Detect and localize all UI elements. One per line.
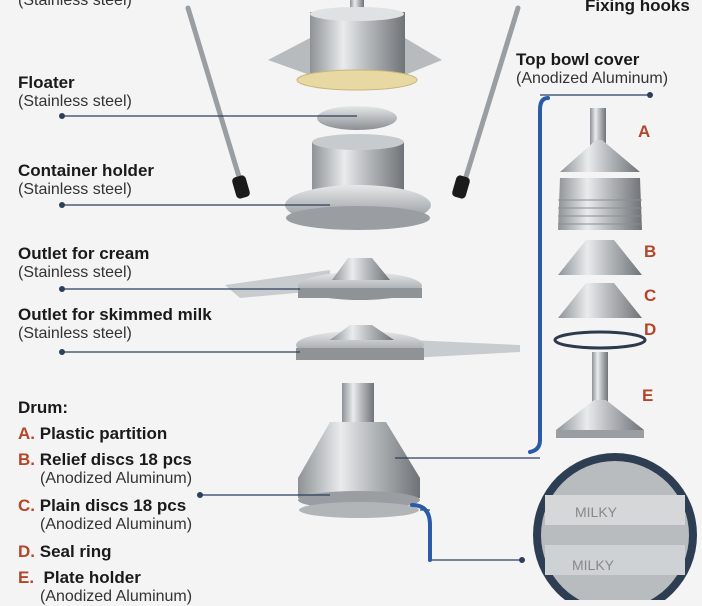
floater-label: Floater (Stainless steel): [18, 73, 132, 110]
fixing-hooks-label: Fixing hooks: [585, 0, 690, 15]
fixing-hook-right: [452, 5, 521, 199]
outlet-skimmed-part: [296, 325, 520, 360]
plate-holder-part: [556, 352, 644, 438]
leader-lines: [62, 94, 650, 561]
drum-title: Drum:: [18, 398, 69, 417]
callout-lines: [410, 96, 550, 562]
fixing-hook-left: [185, 5, 250, 199]
part-letter-b: B: [644, 242, 657, 261]
plastic-partition-part: [560, 108, 640, 172]
drum-item-d: D. Seal ring: [18, 542, 112, 561]
floater-part: [317, 106, 397, 130]
top-container: [268, 0, 442, 91]
top-partial-label: (Stainless steel): [18, 0, 132, 9]
outlet-cream-label: Outlet for cream (Stainless steel): [18, 244, 150, 281]
detail-text-1: MILKY: [575, 504, 618, 520]
drum-item-a: A. Plastic partition: [18, 424, 168, 443]
drum-item-e: E. Plate holder (Anodized Aluminum): [18, 568, 193, 605]
outlet-skimmed-label: Outlet for skimmed milk (Stainless steel…: [18, 305, 212, 342]
container-holder-part: [285, 134, 431, 230]
part-letter-e: E: [642, 386, 654, 405]
detail-magnifier: MILKY MILKY: [533, 453, 697, 600]
part-letter-c: C: [644, 286, 657, 305]
relief-disc-part: [558, 240, 642, 275]
drum-item-c: C. Plain discs 18 pcs (Anodized Aluminum…: [18, 496, 193, 533]
drum-part: [298, 383, 420, 518]
outlet-cream-part: [225, 258, 422, 300]
part-letter-d: D: [644, 320, 657, 339]
plain-disc-part: [558, 283, 642, 318]
seal-ring-part: [553, 330, 647, 350]
detail-text-2: MILKY: [572, 557, 615, 573]
part-letter-a: A: [638, 122, 651, 141]
drum-item-b: B. Relief discs 18 pcs (Anodized Aluminu…: [18, 450, 193, 487]
top-bowl-cover-label: Top bowl cover (Anodized Aluminum): [516, 50, 669, 87]
container-holder-label: Container holder (Stainless steel): [18, 161, 155, 198]
disc-stack-part: [558, 178, 642, 230]
